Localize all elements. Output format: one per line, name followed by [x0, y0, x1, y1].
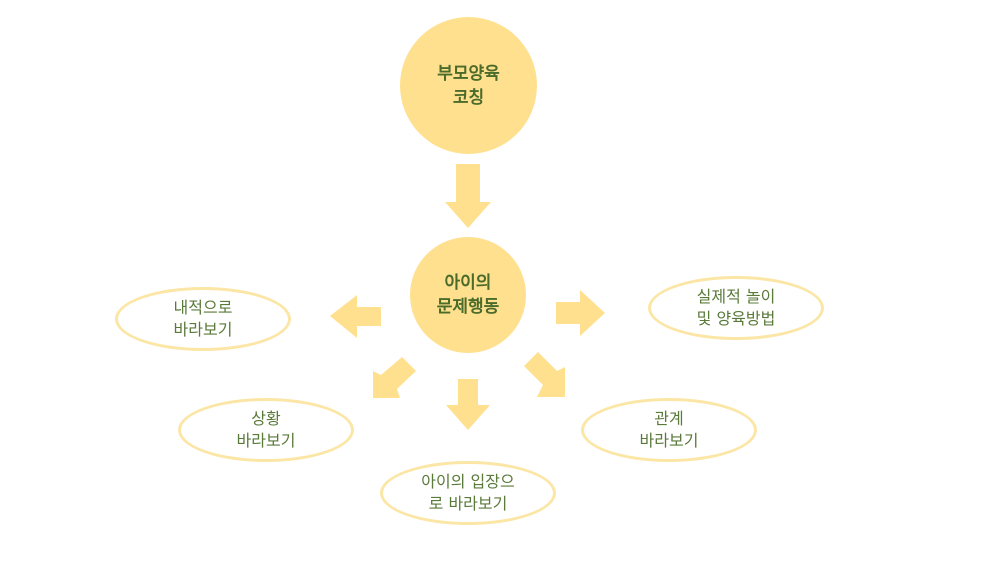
child-problem-behavior-label: 아이의 문제행동	[436, 273, 500, 317]
arrow-down-left	[373, 357, 416, 398]
arrow-right	[556, 290, 605, 336]
arrow-down-top	[445, 164, 491, 228]
practical-play-label: 실제적 놀이 및 양육방법	[696, 287, 776, 328]
parenting-coaching-circle: 부모양육 코칭	[400, 17, 537, 154]
child-perspective-label: 아이의 입장으 로 바라보기	[421, 472, 515, 513]
practical-play-ellipse: 실제적 놀이 및 양육방법	[648, 276, 824, 340]
child-problem-behavior-circle: 아이의 문제행동	[410, 237, 526, 353]
inner-view-label: 내적으로 바라보기	[173, 298, 233, 339]
arrow-down-bottom	[446, 379, 490, 430]
arrow-left	[330, 295, 381, 338]
situation-view-label: 상황 바라보기	[236, 409, 296, 450]
relationship-view-label: 관계 바라보기	[639, 409, 699, 450]
parenting-coaching-label: 부모양육 코칭	[437, 63, 500, 108]
arrow-down-right	[524, 352, 565, 397]
inner-view-ellipse: 내적으로 바라보기	[115, 287, 291, 351]
child-perspective-ellipse: 아이의 입장으 로 바라보기	[380, 461, 556, 525]
relationship-view-ellipse: 관계 바라보기	[581, 398, 757, 462]
situation-view-ellipse: 상황 바라보기	[178, 398, 354, 462]
